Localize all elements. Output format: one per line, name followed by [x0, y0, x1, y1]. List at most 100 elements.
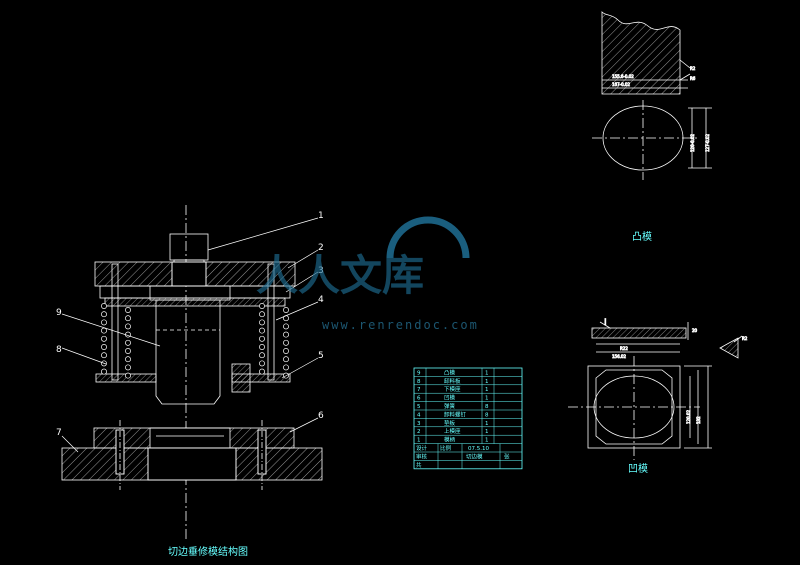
spring-coil [101, 335, 107, 342]
spring-coil [125, 372, 131, 379]
spring-coil [283, 356, 289, 363]
assembly-view [61, 205, 323, 540]
bom-cell-name: 凸模 [444, 368, 456, 376]
bom-table: 9 凸模 1 8 卸料板 1 7 下模座 1 6 凹模 1 5 弹簧 8 4 卸料螺钉 8 3 垫板 1 2 上模座 1 1 模柄… [413, 367, 523, 470]
bom-footer-code: 07.5.10 [468, 446, 489, 452]
bom-cell-no: 9 [417, 370, 421, 376]
spring-coil [283, 323, 289, 330]
bom-footer-scale: 比例 [440, 444, 452, 452]
bom-cell-no: 8 [417, 379, 421, 385]
part-label-7: 7 [56, 428, 62, 438]
spring-coil [283, 307, 289, 313]
die-title: 凹模 [628, 463, 648, 475]
bom-footer-page: 共 [416, 461, 422, 469]
part-label-1: 1 [318, 211, 324, 221]
spring-coil [101, 303, 107, 309]
spring-coil [125, 356, 131, 363]
spring-coil [101, 352, 107, 359]
punch-radius-note: R2 [690, 66, 696, 71]
bom-cell-name: 模柄 [444, 436, 456, 444]
punch-title: 凸模 [632, 231, 652, 243]
bom-footer-design: 设计 [416, 444, 428, 452]
bom-cell-qty: 1 [485, 429, 489, 435]
punch-dim-width: 167-0.02 [612, 82, 630, 87]
bom-cell-name: 凹模 [444, 394, 456, 402]
spring-coil [283, 364, 289, 371]
punch-radius-note-2: R6 [690, 76, 696, 81]
spring-coil [259, 352, 265, 359]
spring-coil [259, 344, 265, 350]
spring-coil [259, 327, 265, 334]
bom-cell-no: 2 [417, 429, 421, 435]
punch-dim-height: 120-0.02 [690, 134, 695, 152]
part-number-labels: 1 2 3 4 5 6 7 8 9 [56, 211, 324, 438]
spring-coil [101, 327, 107, 334]
bom-cell-name: 卸料螺钉 [444, 410, 467, 418]
bom-cell-name: 弹簧 [444, 402, 456, 410]
spring-coil [259, 311, 265, 318]
bom-cell-name: 卸料板 [444, 377, 461, 385]
bom-cell-no: 3 [417, 421, 421, 427]
spring-coil [283, 348, 289, 354]
spring-coil [283, 339, 289, 346]
watermark-url: www.renrendoc.com [322, 318, 479, 332]
detail-marker: I [604, 318, 607, 328]
spring-coil [125, 315, 131, 322]
bom-cell-no: 6 [417, 396, 421, 402]
bom-cell-name: 下模座 [444, 385, 461, 393]
punch-detail-view: R2 R6 155.6-0.02 167-0.02 120-0.02 127-0… [592, 11, 712, 180]
bom-cell-no: 4 [417, 412, 421, 418]
spring-coil [125, 348, 131, 354]
spring-coil [101, 344, 107, 350]
die-dim-top: R22 [620, 346, 628, 351]
bom-cell-qty: 1 [485, 370, 489, 376]
spring-coil [259, 319, 265, 326]
assembly-title: 切边垂修模结构图 [168, 545, 248, 558]
watermark: 人人文库 www.renrendoc.com [256, 216, 479, 332]
spring-coil [283, 331, 289, 338]
leader-lines [61, 217, 319, 453]
punch-dim-height-outer: 127-0.02 [705, 134, 710, 152]
spring-coil [259, 303, 265, 309]
die-dim-h1: 120.02 [686, 410, 691, 424]
die-detail-view: 20 R22 156.02 120.02 132 I R2 [568, 318, 748, 460]
die-dim-inner: 156.02 [612, 354, 626, 359]
bom-cell-no: 1 [417, 438, 421, 444]
punch-dim-width-inner: 155.6-0.02 [612, 74, 634, 79]
part-label-8: 8 [56, 345, 62, 355]
bom-footer-title: 切边模 [466, 452, 483, 460]
spring-coil [125, 364, 131, 371]
spring-coils [101, 303, 289, 379]
spring-coil [101, 368, 107, 375]
part-label-5: 5 [318, 351, 324, 361]
detail-radius-note: R2 [742, 336, 748, 341]
bom-cell-no: 5 [417, 404, 421, 410]
bom-cell-qty: 1 [485, 387, 489, 393]
spring-coil [259, 360, 265, 367]
bom-cell-qty: 8 [485, 412, 489, 418]
bom-cell-qty: 8 [485, 404, 489, 410]
bom-footer-check: 审核 [416, 452, 428, 460]
die-dim-h2: 132 [696, 416, 701, 424]
bom-footer-sheet: 张 [504, 452, 510, 460]
part-label-4: 4 [318, 295, 324, 305]
bom-cell-qty: 1 [485, 379, 489, 385]
bom-cell-qty: 1 [485, 438, 489, 444]
bom-cell-no: 7 [417, 387, 421, 393]
spring-coil [101, 311, 107, 318]
bom-cell-qty: 1 [485, 421, 489, 427]
part-label-9: 9 [56, 308, 62, 318]
watermark-brand: 人人文库 [256, 251, 424, 300]
spring-coil [101, 319, 107, 326]
part-label-2: 2 [318, 243, 324, 253]
spring-coil [125, 307, 131, 313]
spring-coil [125, 339, 131, 346]
bom-cell-name: 上模座 [444, 427, 461, 435]
part-label-6: 6 [318, 411, 324, 421]
die-dim-thickness: 20 [692, 328, 698, 333]
spring-coil [259, 335, 265, 342]
part-label-3: 3 [318, 266, 324, 276]
spring-coil [259, 368, 265, 375]
bom-cell-name: 垫板 [444, 419, 456, 427]
